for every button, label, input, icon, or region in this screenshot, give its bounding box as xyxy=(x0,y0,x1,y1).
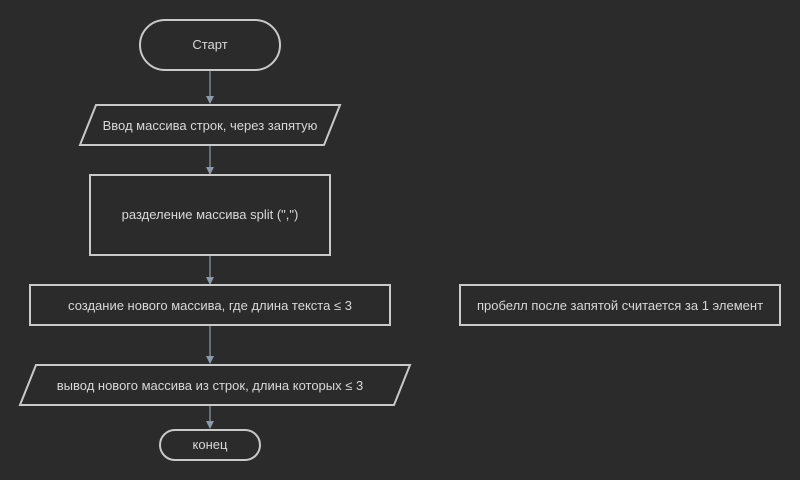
node-note[interactable]: пробелл после запятой считается за 1 эле… xyxy=(459,284,781,326)
node-end-label: конец xyxy=(193,437,228,452)
node-output[interactable]: вывод нового массива из строк, длина кот… xyxy=(18,364,412,406)
node-start-label: Старт xyxy=(192,37,227,52)
node-split[interactable]: разделение массива split (",") xyxy=(89,174,331,256)
node-input[interactable]: Ввод массива строк, через запятую xyxy=(78,104,342,146)
node-split-label: разделение массива split (",") xyxy=(122,207,299,222)
node-end[interactable]: конец xyxy=(159,429,261,461)
node-create[interactable]: создание нового массива, где длина текст… xyxy=(29,284,391,326)
node-note-label: пробелл после запятой считается за 1 эле… xyxy=(477,298,763,313)
node-start[interactable]: Старт xyxy=(139,19,281,71)
node-output-label: вывод нового массива из строк, длина кот… xyxy=(57,378,363,393)
node-create-label: создание нового массива, где длина текст… xyxy=(68,298,352,313)
node-input-label: Ввод массива строк, через запятую xyxy=(103,118,318,133)
